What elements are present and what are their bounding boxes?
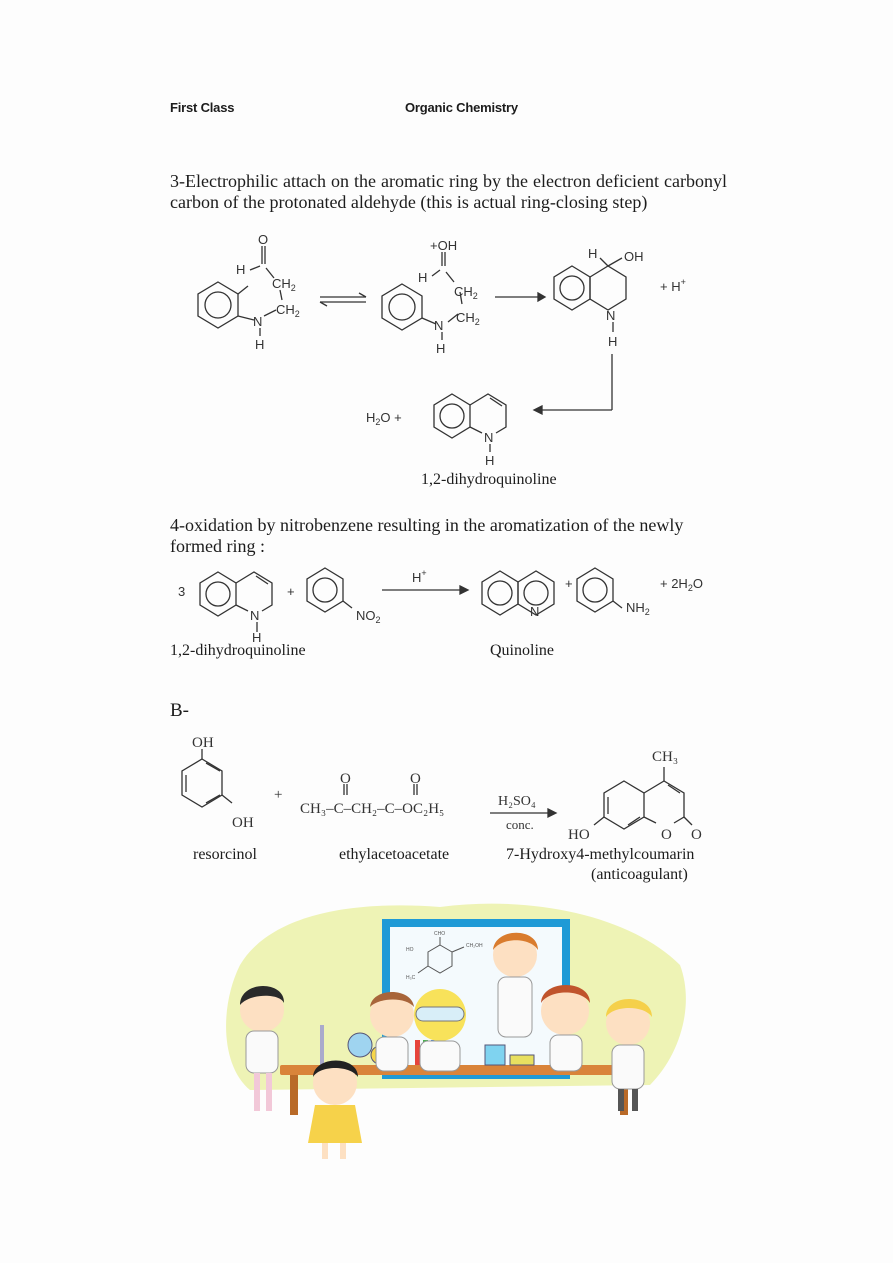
svg-text:+: + (287, 584, 295, 599)
svg-text:N: N (606, 308, 615, 323)
svg-text:CH2: CH2 (276, 302, 300, 319)
svg-text:N: N (250, 608, 259, 623)
section-b-scheme: OH OH + O O CH₃–C–CH₂–C–OC₂H₅ H₂SO₄ conc… (181, 735, 702, 843)
svg-text:H: H (252, 630, 261, 643)
structure-protonated-aldehyde (381, 252, 463, 340)
svg-text:OH: OH (232, 815, 254, 831)
svg-text:O: O (258, 232, 268, 247)
svg-text:H: H (418, 270, 427, 285)
lab-illustration: CHO HO CH₂OH H₃C (226, 903, 686, 1159)
step4-text: 4-oxidation by nitrobenzene resulting in… (170, 515, 684, 556)
quinoline-product (481, 570, 555, 616)
svg-text:HO: HO (568, 827, 590, 843)
svg-text:CH2: CH2 (454, 284, 478, 301)
structure-dihydroquinoline (433, 393, 507, 452)
svg-text:N: N (253, 314, 262, 329)
coumarin-structure (593, 767, 693, 830)
svg-text:CH2: CH2 (456, 310, 480, 327)
step4-scheme: 3 + NO2 H+ N H N + NH2 + 2H2O (178, 567, 703, 643)
svg-text:H: H (236, 262, 245, 277)
resorcinol-structure (181, 749, 233, 808)
svg-text:N: N (434, 318, 443, 333)
children (240, 932, 652, 1159)
child-front (308, 1060, 362, 1159)
svg-text:H+: H+ (412, 568, 427, 585)
svg-text:O: O (410, 771, 421, 787)
svg-text:+OH: +OH (430, 238, 457, 253)
svg-text:H: H (588, 246, 597, 261)
svg-text:O: O (691, 827, 702, 843)
svg-text:H2O +: H2O + (366, 410, 402, 427)
svg-text:conc.: conc. (506, 817, 534, 832)
svg-text:+: + (565, 576, 573, 591)
step4-reactant-caption: 1,2-dihydroquinoline (170, 642, 306, 659)
svg-text:N: N (530, 604, 539, 619)
coumarin-note: (anticoagulant) (591, 866, 688, 883)
child-goggles (414, 989, 466, 1072)
svg-text:OH: OH (624, 249, 644, 264)
svg-text:N: N (484, 430, 493, 445)
svg-text:H: H (608, 334, 617, 349)
svg-text:+ H+: + H+ (660, 277, 686, 294)
dihydroquinoline-reactant (199, 571, 273, 632)
quinoline-caption: Quinoline (490, 642, 554, 659)
svg-text:3: 3 (178, 584, 185, 599)
svg-text:CH2: CH2 (272, 276, 296, 293)
svg-text:NO2: NO2 (356, 608, 381, 625)
svg-text:H₂SO₄: H₂SO₄ (498, 794, 536, 809)
equilibrium-arrows (319, 292, 367, 307)
step3-scheme: O H CH2 CH2 N H +OH H CH2 CH2 N H H OH N… (197, 232, 686, 468)
svg-text:HO: HO (406, 947, 414, 953)
header-left: First Class (170, 100, 235, 115)
dihydroquinoline-caption: 1,2-dihydroquinoline (421, 471, 557, 488)
section-b-heading: B- (170, 700, 189, 721)
eaa-caption: ethylacetoacetate (339, 846, 450, 863)
aniline-product (576, 567, 623, 613)
child-redhair (541, 985, 590, 1072)
child-blonde (606, 999, 652, 1111)
svg-text:H: H (436, 341, 445, 356)
svg-text:O: O (340, 771, 351, 787)
svg-text:CHO: CHO (434, 931, 445, 937)
resorcinol-caption: resorcinol (193, 846, 257, 863)
step3-text: 3-Electrophilic attach on the aromatic r… (170, 171, 727, 212)
svg-text:CH₃–C–CH₂–C–OC₂H₅: CH₃–C–CH₂–C–OC₂H₅ (300, 801, 444, 817)
svg-text:+ 2H2O: + 2H2O (660, 576, 703, 593)
eaa-carbonyls (343, 784, 418, 795)
coumarin-caption: 7-Hydroxy4-methylcoumarin (506, 846, 695, 863)
child-center (370, 992, 414, 1072)
svg-text:H: H (255, 337, 264, 352)
header-right: Organic Chemistry (405, 100, 518, 115)
svg-text:O: O (661, 827, 672, 843)
svg-text:NH2: NH2 (626, 600, 650, 617)
child-standing (493, 932, 538, 1038)
structure-aminoaldehyde (197, 246, 283, 336)
svg-text:H₃C: H₃C (406, 975, 416, 981)
svg-text:+: + (274, 787, 282, 803)
svg-text:CH₂OH: CH₂OH (466, 943, 483, 949)
svg-text:CH₃: CH₃ (652, 749, 678, 765)
nitrobenzene (306, 567, 353, 613)
svg-text:H: H (485, 453, 494, 468)
child-left (240, 985, 285, 1111)
structure-tetrahydro-intermediate (553, 257, 627, 332)
svg-text:OH: OH (192, 735, 214, 751)
